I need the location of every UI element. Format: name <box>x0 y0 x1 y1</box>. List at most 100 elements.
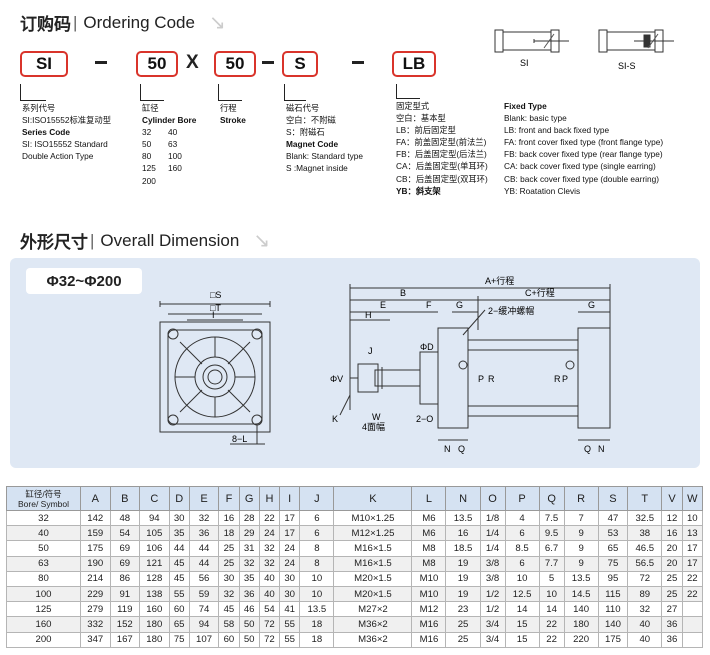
fixed-item-cn: CA：后盖固定型(单耳环) <box>396 161 488 172</box>
table-cell: 36 <box>661 631 683 648</box>
table-cell: 9 <box>563 525 599 542</box>
table-cell: 13 <box>681 525 704 542</box>
table-cell: 13.5 <box>563 570 599 587</box>
table-cell: 28 <box>238 509 260 527</box>
fixed-type-en-block: Fixed Type Blank: basic type LB: front a… <box>504 100 663 197</box>
table-cell: 36 <box>661 616 683 633</box>
table-cell: 8 <box>299 555 335 572</box>
table-cell: 35 <box>238 570 260 587</box>
table-cell: 17 <box>279 509 301 527</box>
table-header: S <box>597 486 629 511</box>
table-cell: 30 <box>218 570 240 587</box>
fixed-item-cn: CB：后盖固定型(双耳环) <box>396 173 488 184</box>
dim-t: □T <box>210 303 221 313</box>
table-cell: 25 <box>661 570 683 587</box>
table-cell: 1/2 <box>479 585 506 603</box>
bore-value: 63 <box>168 139 178 150</box>
bore-block: 缸径 Cylinder Bore 32 40 50 63 80 100 125 … <box>142 102 196 187</box>
table-cell: 19 <box>445 555 481 572</box>
table-cell: 7.5 <box>538 509 565 527</box>
table-cell: 17 <box>681 555 704 572</box>
bore-value: 125 <box>142 163 156 174</box>
table-cell: 55 <box>279 631 301 648</box>
code-dash <box>95 61 107 64</box>
table-cell: 25 <box>661 585 683 603</box>
table-cell: 32 <box>258 540 281 557</box>
table-cell: 1/4 <box>479 525 506 542</box>
table-cell: 32 <box>627 601 663 618</box>
dim-r2: R <box>554 374 561 384</box>
table-cell <box>681 601 704 618</box>
table-cell: 167 <box>109 631 141 648</box>
table-cell: 214 <box>80 570 111 587</box>
table-header: E <box>188 486 220 511</box>
dim-d: ΦD <box>420 342 434 352</box>
fixed-type-cn-block: 固定型式 空白：基本型 LB：前后固定型 FA：前盖固定型(前法兰) FB：后盖… <box>396 100 488 197</box>
table-cell: M10 <box>411 585 447 603</box>
table-cell: 38 <box>627 525 663 542</box>
table-cell: 75 <box>168 631 190 648</box>
table-cell: 22 <box>538 616 565 633</box>
table-cell <box>681 616 704 633</box>
table-cell: 110 <box>597 601 629 618</box>
fixed-item-en: FB: back cover fixed type (rear flange t… <box>504 149 663 160</box>
bore-range-badge: Φ32~Φ200 <box>26 268 142 294</box>
bore-value: 40 <box>168 127 178 138</box>
table-cell: 40 <box>258 570 281 587</box>
table-cell: 72 <box>627 570 663 587</box>
table-cell: 40 <box>627 631 663 648</box>
table-cell: 128 <box>139 570 170 587</box>
table-header: F <box>218 486 240 511</box>
table-cell: 140 <box>563 601 599 618</box>
table-cell: M36×2 <box>333 616 413 633</box>
table-cell: 86 <box>109 570 141 587</box>
table-cell: 24 <box>258 525 281 542</box>
bracket-line <box>396 84 420 99</box>
table-cell: 18 <box>299 631 335 648</box>
table-cell: 6 <box>504 525 540 542</box>
dim-e: E <box>380 300 386 310</box>
table-cell: 32 <box>218 585 240 603</box>
header-line-cn: 缸径/符号 <box>25 488 62 499</box>
table-cell: 60 <box>168 601 190 618</box>
code-dash <box>352 61 364 64</box>
table-cell: 32.5 <box>627 509 663 527</box>
corner-arrow-icon: ↘ <box>253 230 271 252</box>
table-cell: 180 <box>139 631 170 648</box>
table-cell: 44 <box>168 540 190 557</box>
dim-c: C+行程 <box>525 287 555 298</box>
table-cell: 40 <box>6 525 81 542</box>
table-cell: 46 <box>238 601 260 618</box>
table-cell: 25 <box>218 555 240 572</box>
table-cell: 20 <box>661 555 683 572</box>
fixed-title-en: Fixed Type <box>504 101 547 111</box>
stroke-label-en: Stroke <box>220 115 246 126</box>
dim-h: H <box>365 310 372 320</box>
table-cell: 89 <box>627 585 663 603</box>
table-cell: 25 <box>445 616 481 633</box>
fixed-item-en: CB: back cover fixed type (double earrin… <box>504 173 659 184</box>
table-cell: 80 <box>6 570 81 587</box>
table-header: N <box>445 486 481 511</box>
dim-q: Q <box>458 444 465 454</box>
code-box-stroke: 50 <box>214 51 256 77</box>
table-cell: 50 <box>238 631 260 648</box>
magnet-label-cn: 磁石代号 <box>286 103 320 113</box>
table-cell: 17 <box>279 525 301 542</box>
table-header: G <box>238 486 260 511</box>
dim-g2: G <box>588 300 595 310</box>
header-line-en: Bore/ Symbol <box>17 498 70 509</box>
table-cell: 32 <box>258 555 281 572</box>
table-cell: 74 <box>188 601 220 618</box>
table-cell: 32 <box>6 509 81 527</box>
magnet-desc-cn-2: S：附磁石 <box>286 127 325 138</box>
table-cell: 50 <box>238 616 260 633</box>
table-header: W <box>681 486 704 511</box>
code-x: X <box>186 52 199 73</box>
table-cell: 1/2 <box>479 601 506 618</box>
table-cell: M27×2 <box>333 601 413 618</box>
table-cell: 22 <box>538 631 565 648</box>
